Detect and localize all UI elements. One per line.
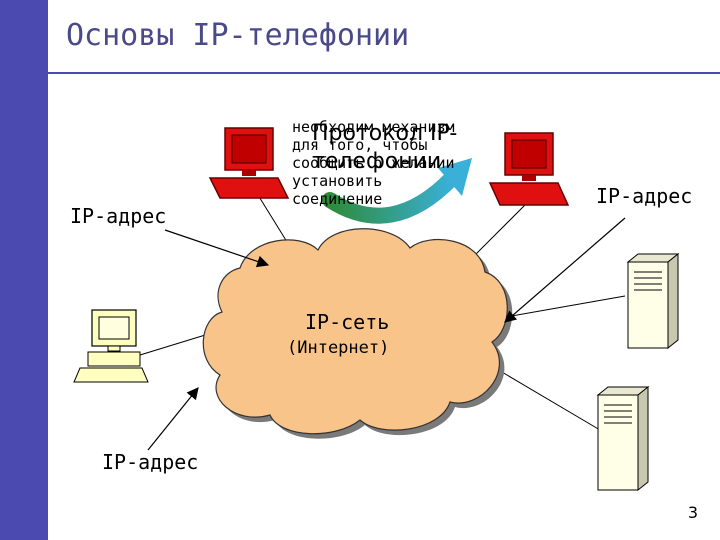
connection-lines: [139, 194, 626, 431]
slide-title: Основы IP-телефонии: [66, 18, 410, 53]
server-top-icon: [626, 252, 680, 350]
page-number: 3: [687, 503, 698, 522]
title-divider: [48, 72, 720, 74]
internet-cloud: [202, 228, 513, 439]
mechanism-note: необходим механизм для того, чтобы сообщ…: [292, 118, 455, 208]
red-computer-right-icon: [488, 132, 570, 206]
address-pointer-arrows: [147, 217, 626, 451]
server-bottom-icon: [596, 385, 650, 492]
ip-address-left-label: IP-адрес: [70, 204, 167, 228]
computer-left-icon: [73, 309, 149, 383]
network-label: IP-сеть: [305, 310, 390, 334]
ip-address-bottom-label: IP-адрес: [102, 450, 199, 474]
protocol-arc-arrow: [322, 158, 472, 224]
red-computer-left-icon: [208, 127, 290, 199]
accent-sidebar: [0, 0, 48, 540]
network-sublabel: (Интернет): [287, 338, 390, 358]
protocol-label: Протокол IP- телефонии: [312, 121, 458, 174]
ip-address-right-label: IP-адрес: [596, 184, 693, 208]
